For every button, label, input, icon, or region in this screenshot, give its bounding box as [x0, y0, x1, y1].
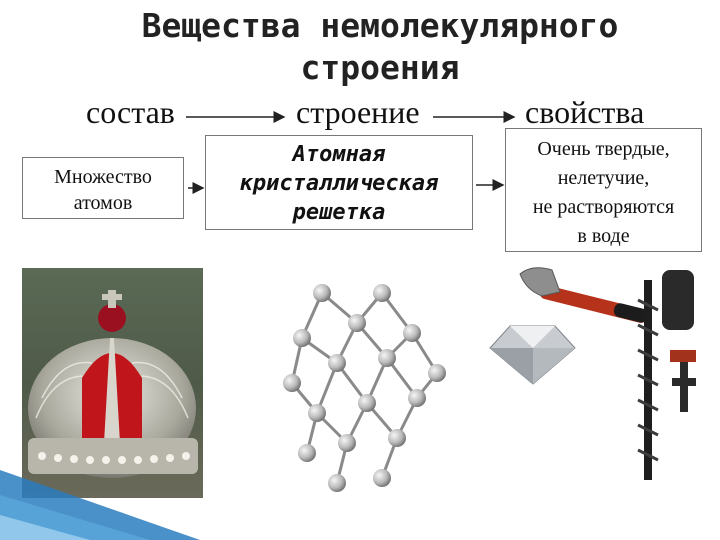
structure-box: Атомная кристаллическая решетка [205, 135, 473, 230]
header-properties: свойства [525, 94, 645, 130]
composition-box: Множество атомов [22, 157, 184, 219]
structure-line: Атомная [292, 142, 386, 167]
corner-decoration [0, 470, 200, 540]
lattice-image [283, 284, 446, 492]
diamond-image [489, 325, 576, 385]
properties-line: в воде [577, 225, 630, 247]
slide-title-line2: строения [300, 48, 460, 87]
header-composition: состав [86, 94, 175, 130]
header-structure: строение [296, 94, 420, 130]
properties-box: Очень твердые, нелетучие, не растворяютс… [505, 128, 702, 252]
properties-line: не растворяются [532, 196, 675, 218]
properties-line: Очень твердые, [537, 138, 670, 160]
structure-line: кристаллическая [239, 171, 439, 196]
composition-line: Множество [54, 166, 152, 188]
properties-line: нелетучие, [557, 167, 650, 189]
hammer-image [519, 267, 648, 323]
composition-line: атомов [73, 192, 133, 214]
slide-title-line1: Вещества немолекулярного [141, 6, 619, 45]
structure-line: решетка [292, 200, 386, 225]
drill-image [637, 270, 696, 480]
crown-image [22, 268, 203, 498]
